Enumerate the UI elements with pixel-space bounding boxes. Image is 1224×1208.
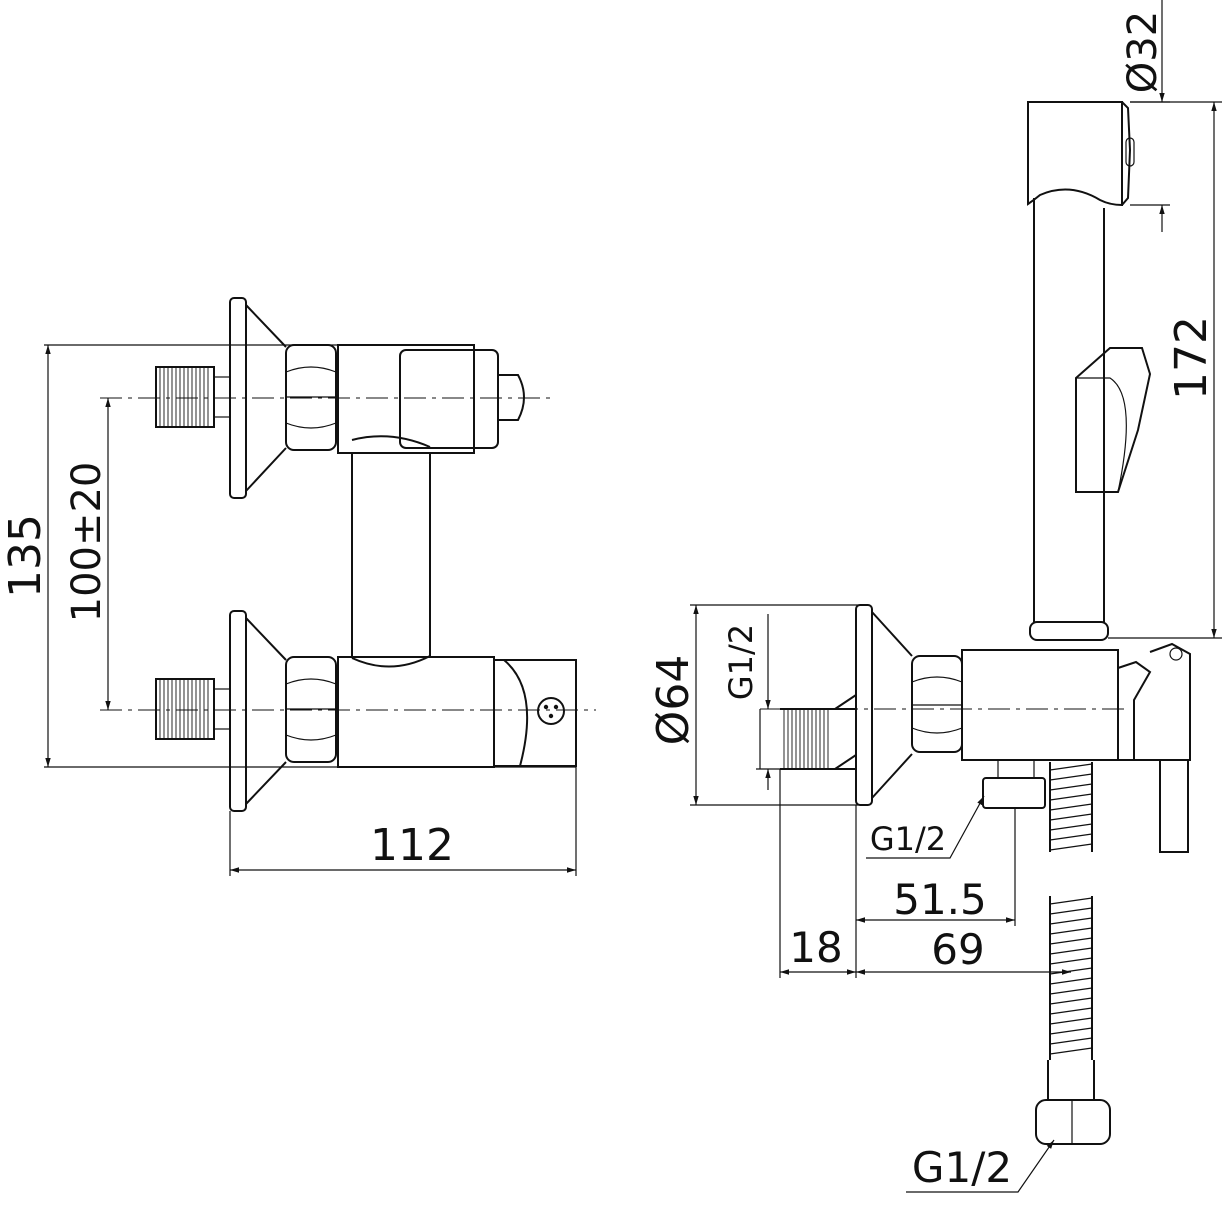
side-view <box>760 101 1191 1145</box>
dimension-51-5: 51.5 <box>856 808 1016 926</box>
dimension-18: 18 <box>779 769 856 978</box>
label-inlet-g12: G1/2 <box>722 624 760 700</box>
label-outlet-g12: G1/2 <box>870 820 946 858</box>
upper-inlet-thread <box>155 366 231 428</box>
dimension-64: Ø64 <box>648 604 862 806</box>
dimension-inlet-thread: G1/2 <box>722 614 786 790</box>
side-nut <box>911 655 963 753</box>
label-d64: Ø64 <box>648 655 699 746</box>
label-51-5: 51.5 <box>893 875 987 924</box>
dimension-69: 69 <box>855 805 1071 978</box>
label-69: 69 <box>931 925 984 974</box>
label-d32: Ø32 <box>1120 11 1166 93</box>
handshower-handle <box>1029 198 1152 641</box>
side-body <box>961 642 1191 853</box>
side-flange <box>855 604 913 806</box>
dimension-135: 135 <box>0 344 576 768</box>
label-hose-g12: G1/2 <box>912 1143 1012 1192</box>
lower-flange <box>229 610 287 812</box>
dimension-hose-thread: G1/2 <box>906 1139 1055 1193</box>
dimension-outlet-thread: G1/2 <box>866 795 985 859</box>
label-18: 18 <box>789 923 842 972</box>
side-inlet-thread <box>780 694 857 770</box>
front-view <box>100 297 596 812</box>
label-100: 100±20 <box>64 462 110 623</box>
side-outlet-fitting <box>982 759 1046 809</box>
connecting-pipe <box>351 435 431 668</box>
upper-body <box>337 344 525 454</box>
dimension-172: 172 <box>1108 101 1222 639</box>
label-112: 112 <box>370 820 454 871</box>
dimension-112: 112 <box>229 767 577 876</box>
dimension-100: 100±20 <box>64 398 111 710</box>
label-135: 135 <box>0 514 51 598</box>
handshower-head <box>1027 101 1135 207</box>
lower-inlet-thread <box>155 678 231 740</box>
lower-body-handle <box>337 656 577 768</box>
hose <box>1035 762 1111 1145</box>
label-172: 172 <box>1166 316 1217 400</box>
